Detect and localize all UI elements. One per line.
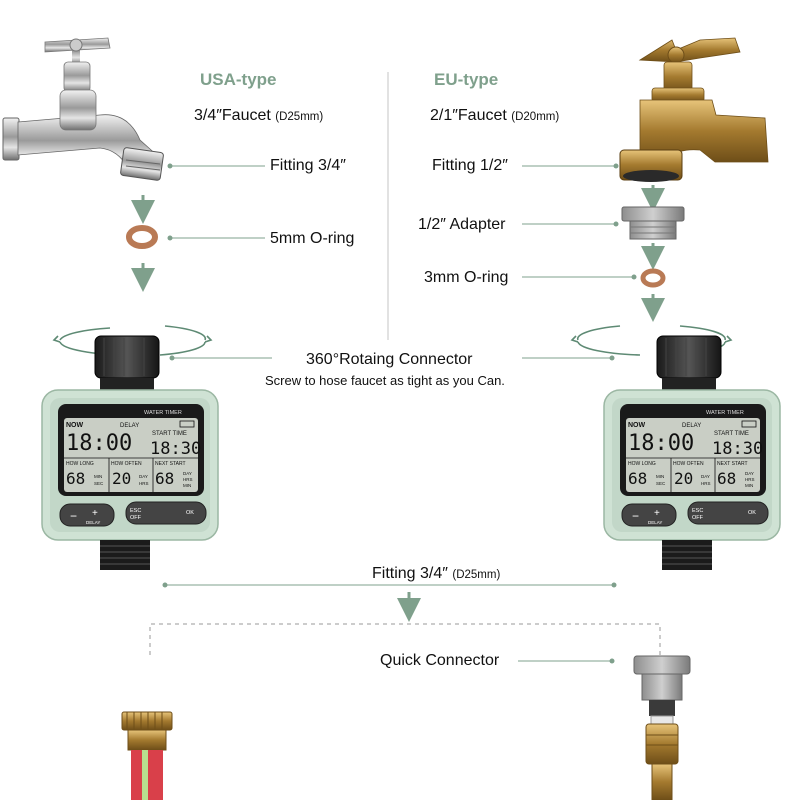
lcd-next-start-unit: DAY — [745, 471, 754, 476]
quick-connector-dot — [609, 658, 615, 664]
eu-fitting-label: Fitting 1/2″ — [432, 157, 508, 174]
off-button-label: OFF — [692, 515, 704, 521]
lcd-next-start-value: 68 — [155, 469, 174, 488]
lcd-start-label: START TIME — [714, 431, 749, 437]
lcd-delay-label: DELAY — [120, 423, 139, 429]
lcd-how-often-label: HOW OFTEN — [111, 461, 142, 467]
bottom-fitting-main: Fitting 3/4″ — [372, 565, 448, 582]
eu-adapter-label: 1/2″ Adapter — [418, 216, 506, 233]
timer-brand-text: WATER TIMER — [144, 410, 182, 416]
lcd-start-label: START TIME — [152, 431, 187, 437]
lcd-next-start-unit: MIN — [183, 483, 191, 488]
lcd-how-long-value: 68 — [628, 469, 647, 488]
lcd-start-value: 18:30 — [150, 439, 201, 459]
usa-hose-fitting-image — [121, 711, 173, 800]
lcd-how-often-label: HOW OFTEN — [673, 461, 704, 467]
minus-button-label: − — [632, 509, 639, 523]
eu-oring-label: 3mm O-ring — [424, 269, 509, 286]
lcd-next-start-unit: MIN — [745, 483, 753, 488]
lcd-how-long-label: HOW LONG — [628, 461, 656, 467]
lcd-clock: 18:00 — [66, 431, 132, 456]
usa-type-heading: USA-type — [200, 70, 277, 89]
bottom-fitting-size: (D25mm) — [452, 569, 501, 581]
lcd-how-long-unit: SEC — [94, 481, 104, 486]
off-button-label: OFF — [130, 515, 142, 521]
lcd-next-start-unit: DAY — [183, 471, 192, 476]
lcd-next-start-unit: HRS — [745, 477, 755, 482]
eu-quick-connector-image — [633, 655, 691, 800]
bottom-fitting-label: Fitting 3/4″ (D25mm) — [372, 565, 500, 583]
eu-fitting-dot — [613, 163, 619, 169]
lcd-clock: 18:00 — [628, 431, 694, 456]
ok-button-label: OK — [186, 510, 194, 516]
eu-faucet-main: 2/1″Faucet — [430, 107, 507, 124]
lcd-next-start-label: NEXT START — [717, 461, 748, 467]
bottom-fitting-dot-right — [611, 582, 617, 588]
lcd-how-often-value: 20 — [112, 469, 131, 488]
lcd-delay-label: DELAY — [682, 423, 701, 429]
connector-title: 360°Rotaing Connector — [306, 351, 473, 368]
water-timer-device: WATER TIMER NOW DELAY 18:00 START TIME 1… — [603, 335, 781, 570]
eu-oring-image — [640, 268, 666, 288]
eu-water-timer: WATER TIMER NOW DELAY 18:00 START TIME 1… — [602, 332, 782, 572]
lcd-how-often-unit: DAY — [701, 474, 710, 479]
lcd-how-often-value: 20 — [674, 469, 693, 488]
delay-button-label: DELAY — [648, 520, 662, 525]
eu-adapter-dot — [613, 221, 619, 227]
eu-connector-dot — [609, 355, 615, 361]
lcd-now-label: NOW — [66, 422, 84, 429]
plus-button-label: + — [654, 508, 660, 519]
usa-faucet-image — [2, 37, 164, 181]
lcd-how-often-unit: HRS — [701, 481, 711, 486]
usa-faucet-label: 3/4″Faucet (D25mm) — [194, 107, 323, 125]
lcd-how-long-unit: MIN — [94, 474, 102, 479]
esc-button-label: ESC — [692, 508, 703, 514]
lcd-how-long-unit: MIN — [656, 474, 664, 479]
eu-faucet-size: (D20mm) — [511, 111, 560, 123]
lcd-how-long-unit: SEC — [656, 481, 666, 486]
lcd-how-long-label: HOW LONG — [66, 461, 94, 467]
plus-button-label: + — [92, 508, 98, 519]
esc-button-label: ESC — [130, 508, 141, 514]
lcd-now-label: NOW — [628, 422, 646, 429]
lcd-start-value: 18:30 — [712, 439, 763, 459]
usa-fitting-label: Fitting 3/4″ — [270, 157, 346, 174]
usa-water-timer: WATER TIMER NOW DELAY 18:00 START TIME 1… — [40, 332, 220, 572]
lcd-how-long-value: 68 — [66, 469, 85, 488]
eu-adapter-image — [621, 206, 685, 240]
connector-subtitle: Screw to hose faucet as tight as you Can… — [265, 373, 505, 388]
ok-button-label: OK — [748, 510, 756, 516]
eu-type-heading: EU-type — [434, 70, 499, 89]
dashed-bracket — [149, 623, 661, 655]
usa-faucet-size: (D25mm) — [275, 111, 324, 123]
eu-oring-dot — [631, 274, 637, 280]
eu-faucet-label: 2/1″Faucet (D20mm) — [430, 107, 559, 125]
lcd-how-often-unit: HRS — [139, 481, 149, 486]
usa-oring-image — [126, 225, 158, 249]
lcd-how-often-unit: DAY — [139, 474, 148, 479]
timer-brand-text: WATER TIMER — [706, 410, 744, 416]
lcd-next-start-label: NEXT START — [155, 461, 186, 467]
delay-button-label: DELAY — [86, 520, 100, 525]
minus-button-label: − — [70, 509, 77, 523]
lcd-next-start-value: 68 — [717, 469, 736, 488]
quick-connector-label: Quick Connector — [380, 652, 500, 669]
usa-faucet-main: 3/4″Faucet — [194, 107, 271, 124]
lcd-next-start-unit: HRS — [183, 477, 193, 482]
eu-faucet-image — [619, 37, 769, 182]
water-timer-device: WATER TIMER NOW DELAY 18:00 START TIME 1… — [41, 335, 219, 570]
usa-oring-label: 5mm O-ring — [270, 230, 355, 247]
